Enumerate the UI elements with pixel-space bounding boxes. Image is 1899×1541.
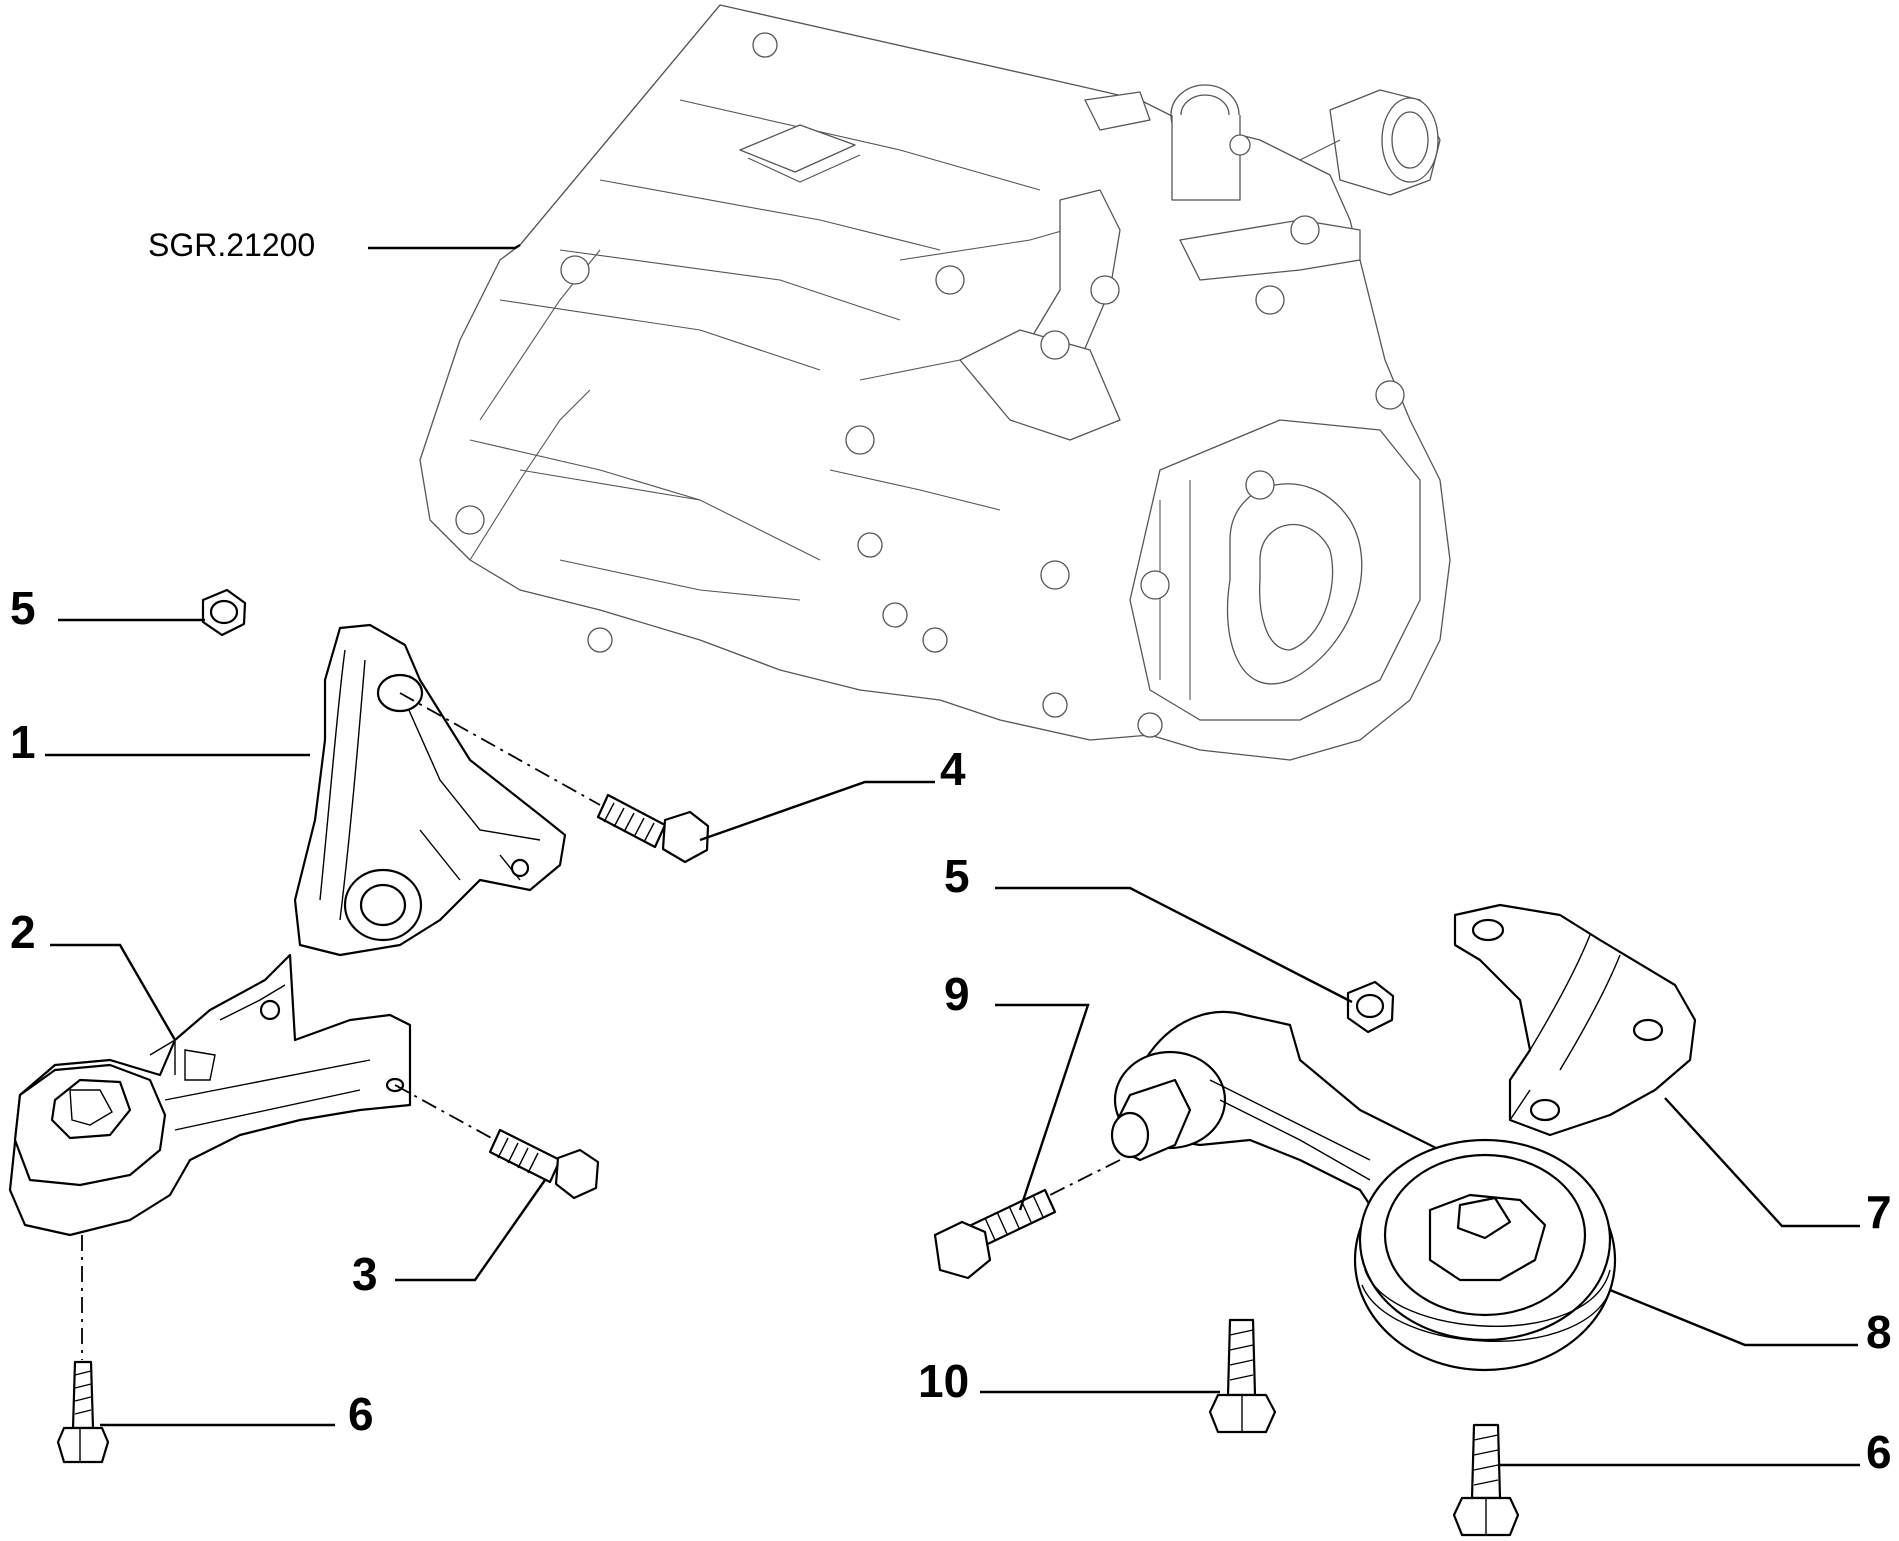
bolt-part-6-left <box>56 1360 110 1464</box>
leader-7 <box>1664 1097 1860 1228</box>
bolt-part-9 <box>933 1188 1057 1280</box>
callout-4: 4 <box>940 743 966 795</box>
callout-7: 7 <box>1866 1186 1892 1238</box>
mount-part-2 <box>8 953 412 1237</box>
nut-part-5-right <box>1346 980 1395 1034</box>
leader-8 <box>1609 1288 1858 1347</box>
callout-10: 10 <box>918 1355 969 1407</box>
leader-5-right <box>995 886 1353 1004</box>
leader-2 <box>50 943 177 1041</box>
plate-part-7 <box>1453 903 1697 1137</box>
leader-ref <box>368 243 521 250</box>
torque-rod-part-8 <box>1110 1010 1617 1372</box>
callout-3: 3 <box>352 1248 378 1300</box>
leader-9 <box>995 1003 1090 1211</box>
axis-part-8-to-9 <box>1049 1159 1121 1196</box>
leader-3 <box>395 1179 546 1282</box>
gearbox-housing <box>419 4 1451 761</box>
reference-code: SGR.21200 <box>148 227 315 263</box>
axis-part-1-to-4 <box>399 692 601 806</box>
bolt-part-6-right <box>1452 1423 1520 1537</box>
nut-part-5-left <box>201 588 247 637</box>
callout-6-right: 6 <box>1866 1426 1892 1478</box>
bolt-part-4 <box>596 793 710 864</box>
bolt-part-3 <box>488 1128 600 1200</box>
callout-5-right: 5 <box>944 850 970 902</box>
housing-bolt-bosses <box>455 32 1405 738</box>
callout-1: 1 <box>10 716 36 768</box>
callout-5-left: 5 <box>10 582 36 634</box>
leader-lines <box>45 243 1860 1467</box>
axis-part-2-to-3 <box>394 1084 496 1141</box>
callout-9: 9 <box>944 968 970 1020</box>
leader-4 <box>699 780 935 842</box>
bracket-part-1 <box>293 623 567 957</box>
callout-2: 2 <box>10 906 36 958</box>
bolt-part-10 <box>1208 1318 1277 1434</box>
callout-8: 8 <box>1866 1306 1892 1358</box>
callout-6-left: 6 <box>348 1388 374 1440</box>
